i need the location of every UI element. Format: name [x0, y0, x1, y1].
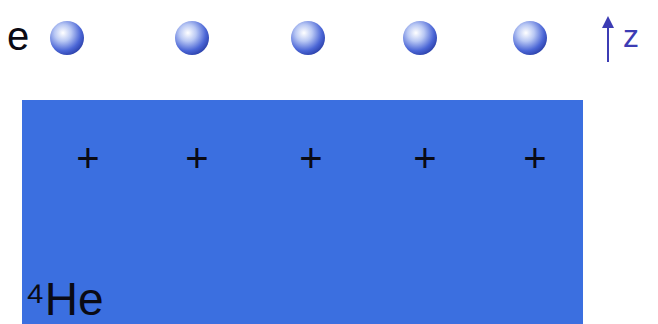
- positive-charge: +: [76, 138, 99, 178]
- z-axis-arrow: [607, 22, 609, 62]
- positive-charge: +: [185, 138, 208, 178]
- axis-label: z: [623, 20, 639, 52]
- positive-charge: +: [299, 138, 322, 178]
- electron-label: e: [7, 16, 29, 56]
- electron: [403, 21, 437, 55]
- electron: [513, 21, 547, 55]
- electron: [50, 21, 84, 55]
- helium-label: ⁴He: [25, 276, 104, 322]
- electron: [291, 21, 325, 55]
- helium-liquid: + + + + + ⁴He: [22, 100, 583, 324]
- electron: [175, 21, 209, 55]
- positive-charge: +: [523, 138, 546, 178]
- positive-charge: +: [413, 138, 436, 178]
